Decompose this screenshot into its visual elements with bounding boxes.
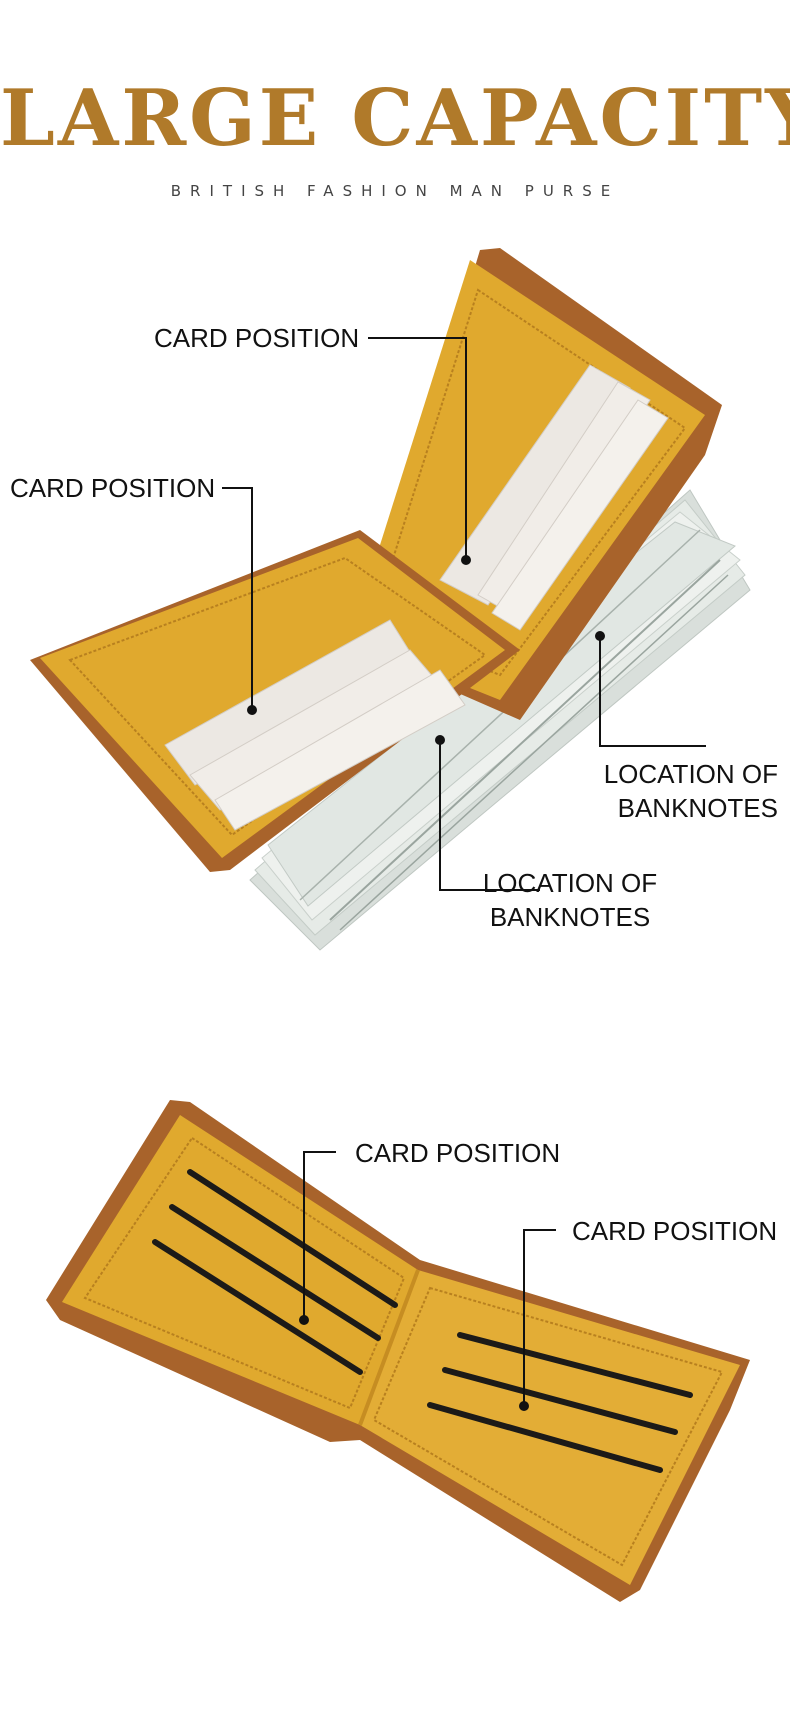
wallet-bottom-right-panel	[360, 1270, 740, 1585]
page-title: LARGE CAPACITY	[0, 73, 790, 164]
callout-banknotes-bottom-line1: LOCATION OF	[482, 868, 658, 898]
callout-banknotes-right-line1: LOCATION OF	[603, 759, 778, 789]
wallet-illustration-top	[30, 248, 751, 951]
leader-lines-bottom	[303, 1151, 556, 1406]
wallet-lower-leaf	[30, 530, 520, 872]
callout-card-position-top: CARD POSITION	[154, 323, 360, 353]
wallet-open-with-cards-image: CARD POSITION CARD POSITION LOCATION OF …	[0, 230, 790, 990]
leader-lines-top	[222, 337, 706, 891]
callout-card-position-lower-left: CARD POSITION	[355, 1138, 561, 1168]
wallet-illustration-bottom	[46, 1100, 750, 1602]
callout-banknotes-bottom: LOCATION OF BANKNOTES	[470, 866, 670, 934]
page-subtitle: BRITISH FASHION MAN PURSE	[170, 182, 620, 200]
banknotes-stack	[249, 489, 751, 951]
wallet-open-slots-image: CARD POSITION CARD POSITION	[0, 1080, 790, 1640]
callout-card-position-lower-right: CARD POSITION	[572, 1216, 778, 1246]
leader-dots-bottom	[299, 1315, 529, 1411]
callout-card-position-left: CARD POSITION	[10, 473, 216, 503]
right-card-slots	[427, 1332, 693, 1473]
left-card-slots	[152, 1169, 398, 1375]
callout-banknotes-right: LOCATION OF BANKNOTES	[570, 757, 778, 825]
callout-banknotes-right-line2: BANKNOTES	[617, 793, 778, 823]
leader-dots-top	[247, 555, 605, 745]
wallet-bottom-left-panel	[62, 1115, 418, 1425]
callout-banknotes-bottom-line2: BANKNOTES	[489, 902, 651, 932]
